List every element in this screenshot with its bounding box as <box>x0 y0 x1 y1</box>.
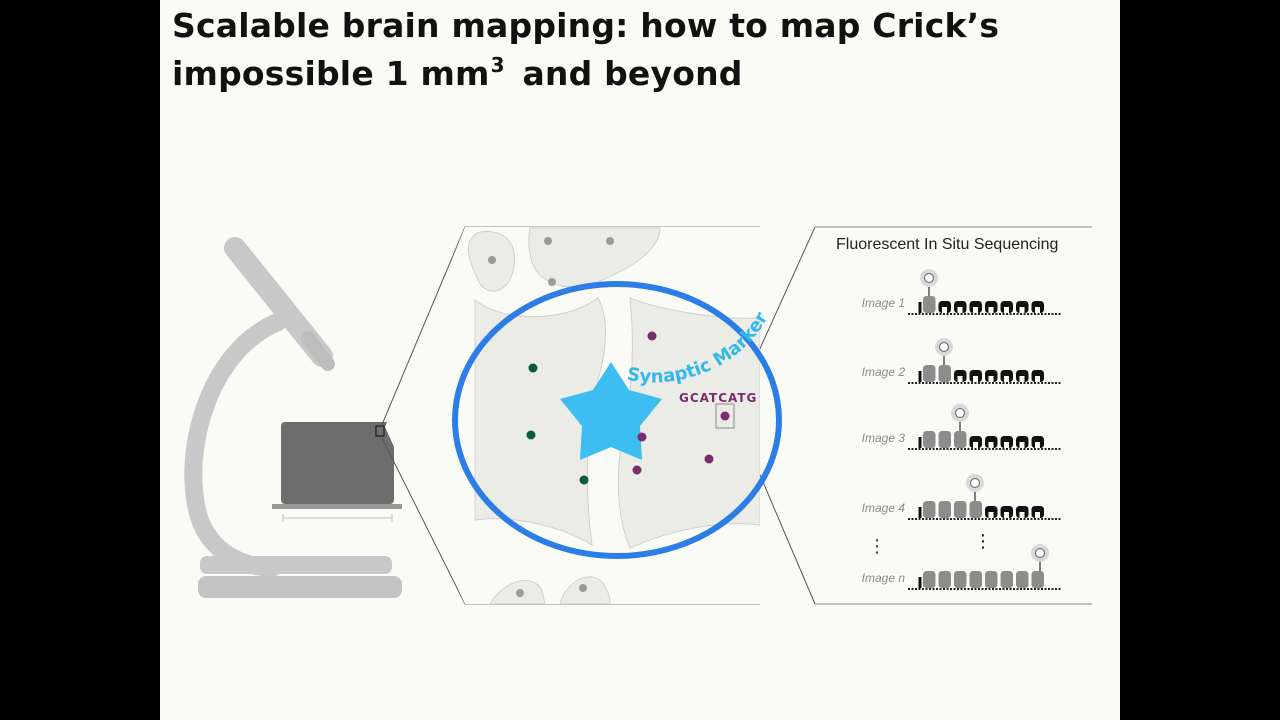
sequencing-row: Image 1 <box>862 269 1062 315</box>
tissue-nucleus-6 <box>579 584 587 592</box>
base-notch <box>1004 442 1009 448</box>
sequencing-row: Image 2 <box>862 338 1062 384</box>
base-notch <box>973 307 978 313</box>
nucleotide-base <box>1000 571 1013 588</box>
base-notch <box>1019 307 1025 313</box>
sequencing-row: Image n <box>862 544 1062 590</box>
base-notch <box>957 307 963 313</box>
slide-title-line-2: impossible 1 mm3 and beyond <box>172 53 743 93</box>
probe-core <box>923 272 935 284</box>
nucleotide-base <box>969 501 982 518</box>
image-label: Image 2 <box>862 365 906 379</box>
base-notch <box>1035 512 1040 518</box>
probe-core <box>954 407 966 419</box>
nucleotide-base <box>923 571 936 588</box>
image-label: Image 4 <box>862 501 906 515</box>
dot-purple-5 <box>720 411 730 421</box>
base-notch <box>1004 376 1009 382</box>
nucleotide-base <box>938 571 951 588</box>
microscope-stage-plate <box>272 504 402 509</box>
base-notch <box>1035 376 1040 382</box>
fisseq-rows: Image 1 Image 2 Image 3 Image 4 Image n <box>862 269 1062 590</box>
nucleotide-base <box>985 571 998 588</box>
microscope-arm <box>184 313 287 577</box>
synapse-highlight-circle <box>452 281 782 559</box>
base-notch <box>973 442 978 448</box>
image-label: Image 1 <box>862 296 905 310</box>
base-notch <box>973 376 978 382</box>
base-notch <box>1035 442 1040 448</box>
dot-purple-1 <box>647 331 657 341</box>
nucleotide-base <box>938 501 951 518</box>
sample-selection-box <box>375 425 385 437</box>
nucleotide-base <box>954 571 967 588</box>
image-label: Image n <box>862 571 906 585</box>
ellipsis-right: ⋮ <box>974 531 992 552</box>
sequence-label: GCATCATG <box>679 391 757 405</box>
nucleotide-base <box>938 365 951 382</box>
nucleotide-base <box>923 365 936 382</box>
dot-purple-2 <box>637 432 647 442</box>
zoom-line-lower-left <box>380 435 466 605</box>
base-notch <box>1004 512 1009 518</box>
nucleotide-base <box>969 571 982 588</box>
nucleotide-base <box>954 501 967 518</box>
tissue-nucleus-4 <box>548 278 556 286</box>
sequence-selection-box <box>715 403 735 429</box>
tissue-cell-top-right <box>528 227 661 288</box>
zoom-line-upper-left <box>380 226 466 428</box>
fisseq-panel: Fluorescent In Situ Sequencing Image 1Im… <box>815 226 1092 605</box>
base-notch <box>988 512 994 518</box>
base-notch <box>988 442 994 448</box>
image-label: Image 3 <box>862 431 906 445</box>
sequencing-row: Image 3 <box>862 404 1062 450</box>
base-notch <box>942 307 947 313</box>
nucleotide-base <box>923 296 936 313</box>
title-superscript: 3 <box>490 53 505 77</box>
base-notch <box>957 376 963 382</box>
title-text-post: and beyond <box>510 54 743 93</box>
dot-green-2 <box>526 430 536 440</box>
probe-core <box>1034 547 1046 559</box>
microscope-stage-sample <box>281 422 394 504</box>
base-notch <box>1019 376 1025 382</box>
tissue-nucleus-5 <box>516 589 524 597</box>
nucleotide-base <box>1016 571 1029 588</box>
base-notch <box>1035 307 1040 313</box>
microscope-eyepiece <box>301 331 335 371</box>
brain-mapping-diagram: Synaptic Marker GCATCATG Fluorescent In … <box>184 226 1092 605</box>
synaptic-marker-star-icon <box>560 362 662 460</box>
sequencing-row: Image 4 <box>862 474 1062 520</box>
ellipsis-left: ⋮ <box>868 536 886 557</box>
tissue-nucleus-2 <box>544 237 552 245</box>
base-notch <box>988 307 994 313</box>
fisseq-title: Fluorescent In Situ Sequencing <box>836 236 1058 253</box>
dot-purple-3 <box>632 465 642 475</box>
base-notch <box>988 376 994 382</box>
nucleotide-base <box>923 431 936 448</box>
nucleotide-base <box>1031 571 1044 588</box>
microscope-icon <box>184 237 402 598</box>
base-notch <box>1019 442 1025 448</box>
base-notch <box>1004 307 1009 313</box>
tissue-nucleus-3 <box>606 237 614 245</box>
nucleotide-base <box>923 501 936 518</box>
probe-core <box>938 341 950 353</box>
dot-purple-4 <box>704 454 714 464</box>
microscope-base-bottom <box>198 576 402 598</box>
title-text-pre: impossible 1 mm <box>172 54 490 93</box>
nucleotide-base <box>954 431 967 448</box>
slide: Scalable brain mapping: how to map Crick… <box>160 0 1120 720</box>
tissue-nucleus-1 <box>488 256 496 264</box>
dot-green-3 <box>579 475 589 485</box>
tissue-zoom-panel: Synaptic Marker GCATCATG <box>385 226 782 605</box>
dot-green-1 <box>528 363 538 373</box>
base-notch <box>1019 512 1025 518</box>
probe-core <box>969 477 981 489</box>
slide-title-line-1: Scalable brain mapping: how to map Crick… <box>172 6 1000 45</box>
nucleotide-base <box>938 431 951 448</box>
